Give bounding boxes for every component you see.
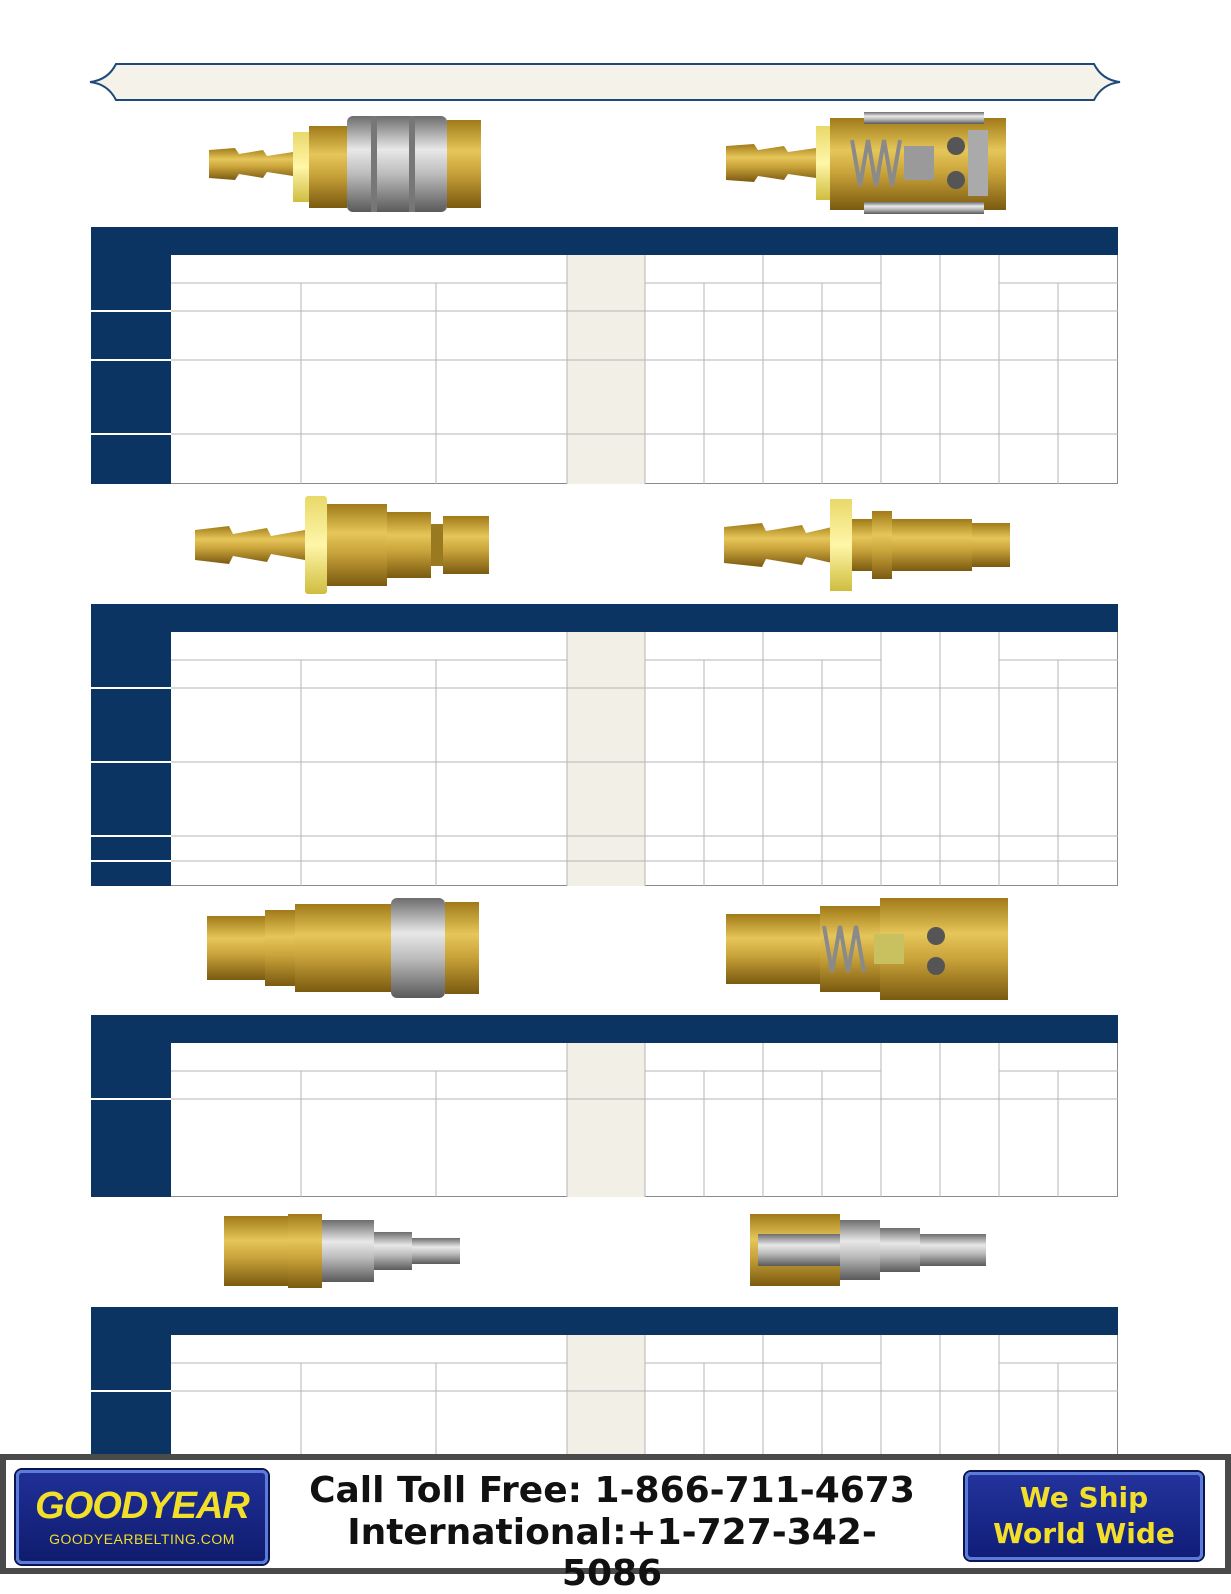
spec-table-2-grid xyxy=(91,604,1118,886)
spec-table-2 xyxy=(91,604,1118,886)
plug-hose-barb-image xyxy=(195,496,489,594)
coupler-socket-hose-barb-cutaway-image xyxy=(726,112,1006,214)
we-ship-badge: We Ship World Wide xyxy=(965,1472,1203,1560)
spec-table-4-grid xyxy=(91,1307,1118,1454)
coupler-socket-reusable-cutaway-image xyxy=(726,898,1008,1000)
ship-line-1: We Ship xyxy=(1019,1481,1149,1514)
coupler-socket-reusable-image xyxy=(207,898,479,998)
international-phone[interactable]: International:+1-727-342-5086 xyxy=(347,1512,877,1594)
spec-table-4 xyxy=(91,1307,1118,1454)
coupler-socket-hose-barb-image xyxy=(209,116,481,212)
footer-bar: GOODYEAR GOODYEARBELTING.COM Call Toll F… xyxy=(0,1454,1231,1594)
plug-hose-barb-cutaway-image xyxy=(724,499,1010,591)
plug-reusable-image xyxy=(224,1214,460,1288)
plug-reusable-cutaway-image xyxy=(750,1214,986,1286)
spec-table-1-grid xyxy=(91,227,1118,484)
spec-table-1 xyxy=(91,227,1118,484)
ship-line-2: World Wide xyxy=(993,1517,1175,1550)
toll-free-phone[interactable]: Call Toll Free: 1-866-711-4673 xyxy=(309,1470,915,1511)
logo-brand-text: GOODYEAR xyxy=(35,1485,250,1527)
goodyear-logo[interactable]: GOODYEAR GOODYEARBELTING.COM xyxy=(16,1470,268,1564)
title-banner xyxy=(89,63,1121,101)
spec-table-3-grid xyxy=(91,1015,1118,1197)
logo-url-text: GOODYEARBELTING.COM xyxy=(49,1531,235,1547)
spec-table-3 xyxy=(91,1015,1118,1197)
footer-panel: GOODYEAR GOODYEARBELTING.COM Call Toll F… xyxy=(6,1460,1225,1594)
